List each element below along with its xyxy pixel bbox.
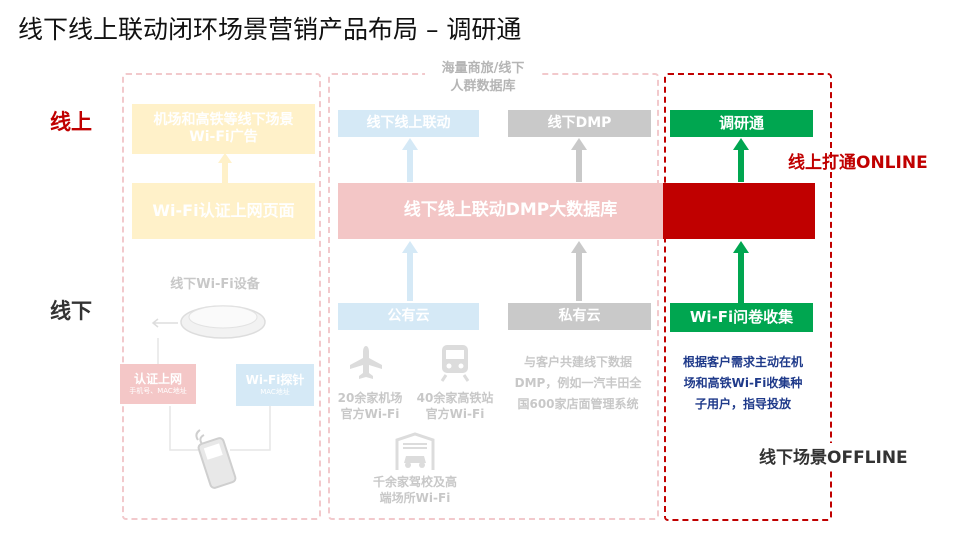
left-region	[122, 73, 321, 520]
auth-online-sub: 手机号、MAC地址	[129, 387, 187, 396]
sea-database-text: 海量商旅/线下 人群数据库	[441, 61, 525, 94]
public-cloud-box: 公有云	[338, 303, 479, 330]
dmp-description-text: 与客户共建线下数据 DMP，例如一汽丰田全 国600家店面管理系统	[514, 355, 642, 411]
wifi-auth-page-text: Wi-Fi认证上网页面	[152, 201, 295, 220]
garage-car-icon	[395, 432, 435, 470]
big-db-label-box: 线下线上联动DMP大数据库	[338, 183, 815, 239]
offline-scene-label: 线下场景OFFLINE	[757, 443, 910, 468]
big-db-red-segment	[663, 183, 815, 239]
train-icon	[440, 345, 470, 382]
airplane-icon	[350, 346, 382, 379]
offline-dmp-text: 线下DMP	[547, 114, 612, 131]
survey-tong-text: 调研通	[718, 114, 764, 133]
private-cloud-box: 私有云	[508, 303, 651, 330]
arrow-up-icon	[733, 138, 749, 182]
arrow-up-icon	[402, 138, 418, 182]
wifi-ad-box: 机场和高铁等线下场景 Wi-Fi广告	[132, 104, 315, 154]
wifi-ad-text: 机场和高铁等线下场景 Wi-Fi广告	[153, 111, 294, 146]
wifi-survey-collect-text: Wi-Fi问卷收集	[689, 308, 794, 327]
online-connect-label: 线上打通ONLINE	[788, 153, 928, 173]
big-db-faint-segment	[338, 183, 663, 239]
arrow-up-icon	[571, 138, 587, 182]
right-region	[664, 73, 832, 521]
airport-wifi-label: 20余家机场 官方Wi-Fi	[337, 391, 403, 422]
arrow-up-icon	[733, 241, 749, 303]
arrow-up-icon	[402, 241, 418, 301]
mobile-phone-icon	[195, 429, 237, 489]
wifi-probe-title: Wi-Fi探针	[245, 373, 305, 388]
connector-lines	[157, 338, 271, 451]
dmp-description: 与客户共建线下数据 DMP，例如一汽丰田全 国600家店面管理系统	[508, 352, 648, 415]
public-cloud-text: 公有云	[387, 307, 430, 324]
wifi-device-label: 线下Wi-Fi设备	[170, 277, 260, 292]
school-wifi-label: 千余家驾校及高 端场所Wi-Fi	[372, 475, 457, 506]
wifi-probe-box: Wi-Fi探针 MAC地址	[236, 364, 314, 406]
offline-dmp-box: 线下DMP	[508, 110, 651, 137]
linkage-text: 线下线上联动	[366, 114, 451, 131]
survey-tong-box: 调研通	[670, 110, 813, 137]
auth-online-box: 认证上网 手机号、MAC地址	[120, 364, 196, 404]
offline-side-label: 线下	[50, 299, 92, 323]
online-side-label: 线上	[50, 110, 92, 134]
school-wifi-text: 千余家驾校及高 端场所Wi-Fi	[360, 474, 470, 506]
auth-online-title: 认证上网	[133, 372, 182, 387]
arrow-up-icon	[571, 241, 587, 301]
page-title: 线下线上联动闭环场景营销产品布局 – 调研通	[18, 15, 522, 44]
wifi-probe-sub: MAC地址	[260, 388, 290, 397]
arrow-up-icon	[218, 153, 232, 185]
signal-arrow-left-icon	[151, 318, 178, 328]
survey-description: 根据客户需求主动在机 场和高铁Wi-Fi收集种 子用户，指导投放	[670, 352, 816, 415]
middle-region	[328, 73, 659, 520]
rail-wifi-text: 40余家高铁站 官方Wi-Fi	[410, 390, 500, 422]
offline-online-linkage-box: 线下线上联动	[338, 110, 479, 137]
survey-description-text: 根据客户需求主动在机 场和高铁Wi-Fi收集种 子用户，指导投放	[682, 355, 803, 411]
wifi-auth-page-box: Wi-Fi认证上网页面	[132, 183, 315, 239]
sea-database-label: 海量商旅/线下 人群数据库	[425, 60, 541, 102]
wifi-survey-collect-box: Wi-Fi问卷收集	[670, 303, 813, 332]
private-cloud-text: 私有云	[558, 307, 601, 324]
airport-wifi-text: 20余家机场 官方Wi-Fi	[330, 390, 410, 422]
wifi-router-icon	[180, 305, 266, 339]
rail-wifi-label: 40余家高铁站 官方Wi-Fi	[416, 391, 494, 422]
big-db-text: 线下线上联动DMP大数据库	[403, 200, 618, 221]
